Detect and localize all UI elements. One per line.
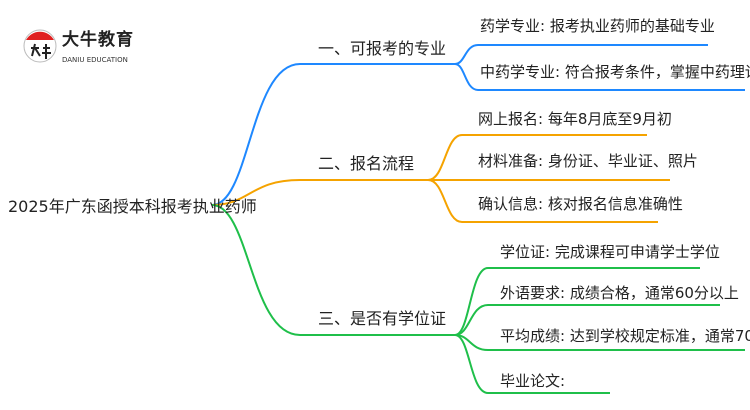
leaf-line — [454, 63, 745, 91]
root-node: 2025年广东函授本科报考执业药师 — [8, 197, 257, 216]
leaf-line — [427, 134, 647, 181]
branch-3: 三、是否有学位证 — [318, 309, 447, 328]
leaf: 学位证: 完成课程可申请学士学位 — [500, 243, 720, 261]
leaf-line — [454, 44, 708, 65]
leaf: 平均成绩: 达到学校规定标准，通常70分 — [500, 327, 750, 345]
leaf: 毕业论文: — [500, 372, 566, 390]
root-to-branch-2 — [211, 179, 428, 206]
leaf: 药学专业: 报考执业药师的基础专业 — [480, 17, 715, 35]
leaf-line — [454, 334, 610, 394]
leaf-line — [454, 304, 720, 336]
leaf: 确认信息: 核对报名信息准确性 — [478, 195, 683, 213]
leaf-line — [427, 179, 658, 223]
branch-1: 一、可报考的专业 — [318, 39, 447, 58]
root-to-branch-3 — [211, 204, 455, 336]
logo-name: 大牛教育 — [62, 30, 134, 50]
logo-mark-icon — [23, 29, 57, 63]
logo-subtitle: DANIU EDUCATION — [62, 56, 128, 64]
root-to-branch-1 — [211, 63, 455, 206]
logo: 大牛教育 DANIU EDUCATION — [22, 26, 152, 72]
leaf: 中药学专业: 符合报考条件，掌握中药理论 — [480, 63, 750, 81]
branch-2: 二、报名流程 — [318, 154, 415, 173]
leaf-line — [454, 267, 700, 336]
leaf: 材料准备: 身份证、毕业证、照片 — [478, 152, 698, 170]
leaf: 网上报名: 每年8月底至9月初 — [478, 110, 672, 128]
leaf: 外语要求: 成绩合格，通常60分以上 — [500, 284, 739, 302]
